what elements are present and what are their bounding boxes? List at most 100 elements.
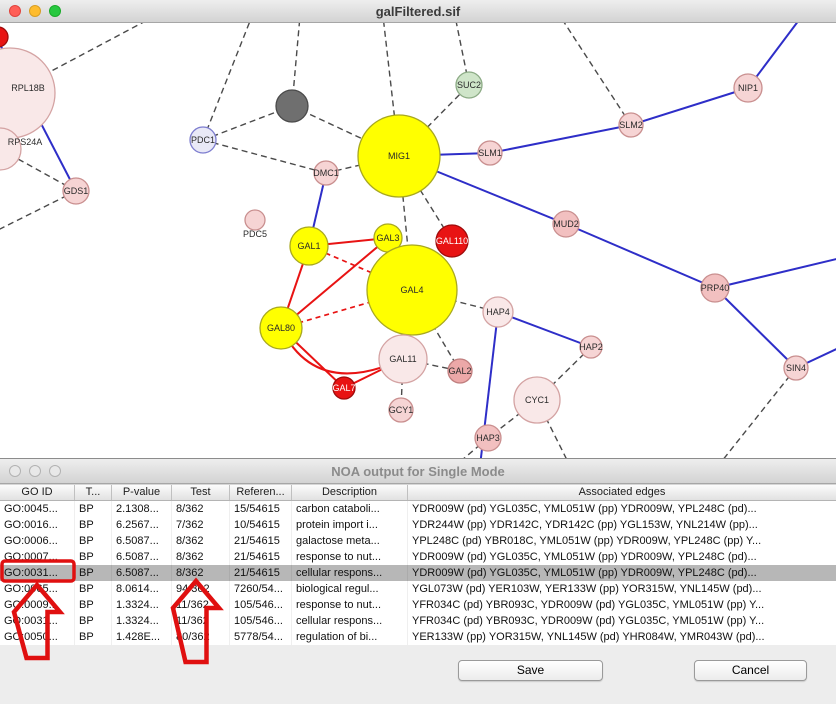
node-gal110[interactable]: GAL110 [435, 224, 469, 258]
node-mig1[interactable]: MIG1 [357, 114, 441, 198]
cell-go_id: GO:0031... [0, 565, 75, 581]
minimize-button[interactable] [29, 465, 41, 477]
node-slm2[interactable]: SLM2 [618, 112, 644, 138]
node-gal2[interactable]: GAL2 [447, 358, 473, 384]
cell-description: regulation of bi... [292, 629, 408, 645]
cell-type: BP [75, 613, 112, 629]
cell-assoc_edges: YGL073W (pd) YER103W, YER133W (pp) YOR31… [412, 583, 762, 595]
node-gal7[interactable]: GAL7 [332, 376, 356, 400]
graph-edge[interactable] [202, 139, 327, 174]
graph-edge[interactable] [718, 367, 797, 458]
zoom-button[interactable] [49, 465, 61, 477]
node-unlabeled[interactable] [0, 26, 9, 48]
node-cyc1[interactable]: CYC1 [513, 376, 561, 424]
column-header-description[interactable]: Description [292, 485, 408, 500]
graph-edge[interactable] [280, 289, 413, 329]
cell-assoc_edges: YDR244W (pp) YDR142C, YDR142C (pp) YGL15… [412, 519, 758, 531]
graph-edge[interactable] [560, 23, 632, 126]
graph-edge[interactable] [398, 84, 470, 157]
node-sin4[interactable]: SIN4 [783, 355, 809, 381]
cell-description: response to nut... [292, 597, 408, 613]
node-label: GDS1 [64, 186, 89, 196]
graph-edge[interactable] [497, 311, 592, 348]
column-header-p-value[interactable]: P-value [112, 485, 172, 500]
graph-edge[interactable] [630, 87, 749, 126]
node-mud2[interactable]: MUD2 [552, 210, 580, 238]
node-nip1[interactable]: NIP1 [733, 73, 763, 103]
node-prp40[interactable]: PRP40 [700, 273, 730, 303]
node-label: GAL110 [436, 236, 468, 246]
graph-edge[interactable] [747, 23, 802, 89]
graph-edge[interactable] [280, 237, 389, 329]
node-dmc1[interactable]: DMC1 [313, 160, 339, 186]
node-pdc1[interactable]: PDC1 [189, 126, 217, 154]
node-gal4[interactable]: GAL4 [366, 244, 458, 336]
node-slm1[interactable]: SLM1 [477, 140, 503, 166]
column-header-referen[interactable]: Referen... [230, 485, 292, 500]
close-button[interactable] [9, 465, 21, 477]
node-unlabeled[interactable] [275, 89, 309, 123]
graph-edge[interactable] [565, 223, 716, 289]
cell-go_id: GO:0007... [0, 549, 75, 565]
node-label: SLM2 [619, 120, 643, 130]
graph-edge[interactable] [202, 105, 293, 141]
node-rps24a[interactable]: RPS24A [0, 127, 42, 171]
node-label: HAP3 [476, 433, 500, 443]
graph-edge[interactable] [714, 287, 797, 369]
node-gal11[interactable]: GAL11 [378, 334, 428, 384]
node-gal1[interactable]: GAL1 [289, 226, 329, 266]
cell-go_id: GO:0009... [0, 597, 75, 613]
cell-test: 8/362 [172, 565, 230, 581]
node-hap2[interactable]: HAP2 [579, 335, 603, 359]
cell-reference: 105/546... [230, 613, 292, 629]
cell-description: cellular respons... [292, 613, 408, 629]
zoom-button[interactable] [49, 5, 61, 17]
cell-type: BP [75, 565, 112, 581]
graph-edge[interactable] [9, 23, 155, 94]
cell-reference: 21/54615 [230, 549, 292, 565]
node-gal80[interactable]: GAL80 [259, 306, 303, 350]
node-label: MIG1 [388, 151, 410, 161]
cell-type: BP [75, 549, 112, 565]
node-label: PRP40 [701, 283, 730, 293]
node-label: GAL11 [389, 354, 416, 364]
node-gds1[interactable]: GDS1 [62, 177, 90, 205]
graph-edge[interactable] [489, 124, 632, 154]
node-suc2[interactable]: SUC2 [455, 71, 483, 99]
node-hap3[interactable]: HAP3 [474, 424, 502, 452]
node-rpl18b[interactable]: RPL18B [0, 47, 56, 139]
cell-go_id: GO:0050... [0, 629, 75, 645]
cell-test: 80/362 [172, 629, 230, 645]
graph-edge[interactable] [455, 437, 489, 458]
column-header-t[interactable]: T... [75, 485, 112, 500]
close-button[interactable] [9, 5, 21, 17]
column-header-go-id[interactable]: GO ID [0, 485, 75, 500]
minimize-button[interactable] [29, 5, 41, 17]
graph-edge[interactable] [202, 23, 252, 141]
node-gcy1[interactable]: GCY1 [388, 397, 414, 423]
save-button[interactable]: Save [458, 660, 603, 681]
cancel-button[interactable]: Cancel [694, 660, 807, 681]
graph-edge[interactable] [0, 190, 77, 233]
column-header-associated-edges[interactable]: Associated edges [578, 486, 666, 498]
cell-description: cellular respons... [292, 565, 408, 581]
column-header-test[interactable]: Test [172, 485, 230, 500]
graph-edge[interactable] [714, 257, 836, 289]
graph-edge[interactable] [398, 155, 453, 242]
node-hap4[interactable]: HAP4 [482, 296, 514, 328]
node-pdc5[interactable]: PDC5 [243, 209, 267, 239]
node-label: PDC5 [243, 229, 267, 239]
